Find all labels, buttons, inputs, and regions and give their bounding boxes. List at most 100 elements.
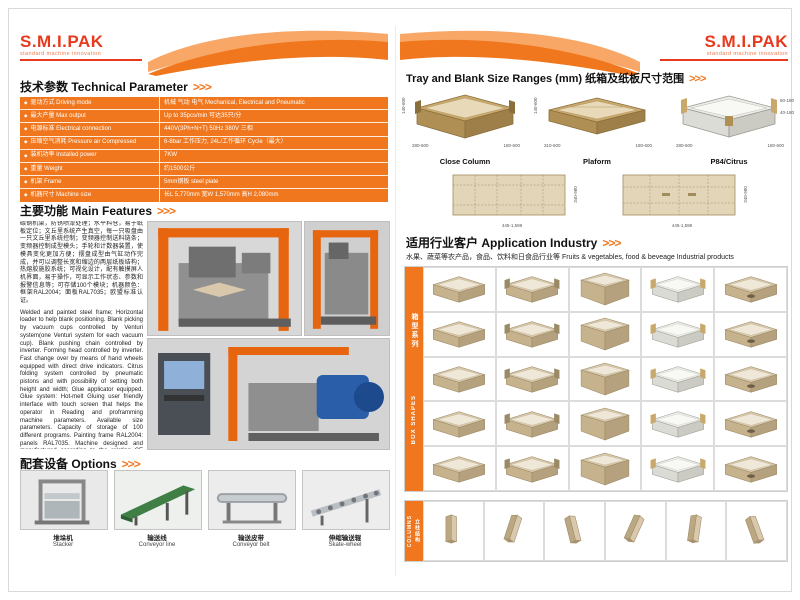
tech-param-value: 7KW (164, 152, 178, 159)
dimension-label: 180-600 (635, 143, 652, 148)
box-shape-cell (423, 401, 496, 447)
columns-grid (423, 501, 787, 561)
logo-left: S.M.I.PAK standard machine innovation (20, 33, 142, 61)
tech-row: ◆装机功率 Installed power 7KW (20, 149, 388, 163)
tech-table: ◆驱动方式 Driving mode 机械 气动 电气 Mechanical, … (20, 97, 388, 202)
tech-param-label: ◆机器尺寸 Machine size (20, 189, 160, 202)
box-shape-cell (568, 401, 642, 447)
features-heading: 主要功能 Main Features >>> (20, 202, 176, 219)
tech-param-value: Up to 35pcs/min 可达35只/分 (164, 112, 242, 119)
dimension-label: 280-600 (676, 143, 693, 148)
box-shape-cell (641, 267, 715, 312)
tray-heading: Tray and Blank Size Ranges (mm) 纸箱及纸板尺寸范… (406, 70, 706, 86)
machine-photo-controls-motor (147, 338, 390, 450)
dimension-label: 140-600 (533, 97, 538, 114)
box-shape-cell (641, 446, 715, 491)
box-shape-cell (495, 356, 569, 402)
tech-param-value: 5mm钢板 steel plate (164, 178, 219, 185)
diamond-bullet-icon: ◆ (24, 113, 28, 119)
dimension-label: 180-600 (767, 143, 784, 148)
column-shape-cell (483, 501, 545, 561)
tech-row: ◆最大产量 Max output Up to 35pcs/min 可达35只/分 (20, 110, 388, 124)
features-heading-text: 主要功能 Main Features (20, 204, 153, 218)
features-text-cn: 碳钢机架，防锈喷漆处理；水平料仓，易于纸板定位；文丘里系统产生真空，每一只吸盘由… (20, 221, 143, 305)
box-shape-cell (495, 267, 569, 312)
columns-label-en: COLUMNS (407, 514, 413, 548)
machine-photo-side (304, 221, 390, 336)
option-caption-en: Stacker (52, 542, 74, 548)
machine-photo-forming (147, 221, 302, 336)
tray-name: P84/Citrus (710, 157, 748, 166)
diamond-bullet-icon: ◆ (24, 99, 28, 105)
tech-row: ◆压缩空气消耗 Pressure air Compressed 6-8bar 工… (20, 136, 388, 150)
tech-param-value: 长L 5,770mm 宽W 1,570mm 高H 2,080mm (164, 191, 279, 198)
option-caption-en: Conveyor line (138, 542, 176, 548)
tray-name: Plaform (583, 157, 611, 166)
column-shape-cell (665, 501, 727, 561)
columns-block: COLUMNS 立柱结构 (404, 500, 788, 562)
industry-subtitle: 水果、蔬菜等农产品，食品、饮料和日食品行业等 Fruits & vegetabl… (406, 254, 734, 261)
box-shape-cell (568, 311, 642, 357)
column-shape-cell (544, 501, 605, 561)
column-shape-cell (423, 501, 484, 561)
tech-row: ◆电源标准 Electrical connection 440V(3Ph+N+T… (20, 123, 388, 137)
options-heading-text: 配套设备 Options (20, 457, 117, 471)
brand-logo-text: S.M.I.PAK (20, 32, 104, 51)
dimension-label: 140-600 (401, 97, 406, 114)
blank-height-label: 340-980 (743, 186, 749, 203)
box-shapes-label-en: BOX SHAPES (411, 395, 417, 445)
arrows-icon: >>> (192, 80, 212, 94)
box-shapes-grid (423, 267, 787, 491)
tech-param-value: 6-8bar 工作压力, 24L/工作循环 Cycle（最大） (164, 139, 287, 146)
box-shape-cell (495, 311, 569, 357)
diamond-bullet-icon: ◆ (24, 192, 28, 198)
column-shape-cell (726, 501, 787, 561)
tech-param-label: ◆装机功率 Installed power (20, 149, 160, 162)
column-shape-cell (605, 501, 666, 561)
option-caption-en: Skate-wheel (328, 542, 362, 548)
box-shape-cell (568, 267, 642, 312)
box-shape-cell (714, 311, 787, 357)
industry-heading: 适用行业客户 Application Industry >>> (406, 234, 621, 251)
tray-name: Close Column (439, 157, 491, 166)
box-shape-cell (423, 267, 496, 312)
tech-heading-text: 技术参数 Technical Parameter (20, 80, 188, 94)
option-caption-cn: 输送皮带 (238, 535, 264, 542)
orange-swoosh-left (148, 24, 388, 76)
option-image (114, 470, 202, 530)
tech-param-label: ◆压缩空气消耗 Pressure air Compressed (20, 136, 160, 149)
dimension-label: 180-600 (503, 143, 520, 148)
brand-tagline: standard machine innovation (20, 51, 102, 57)
box-shape-cell (423, 356, 496, 402)
diamond-bullet-icon: ◆ (24, 152, 28, 158)
box-shape-cell (714, 356, 787, 402)
box-shape-cell (423, 311, 496, 357)
dimension-label: 310-600 (544, 143, 561, 148)
box-shape-cell (423, 446, 496, 491)
center-fold-line (395, 26, 396, 576)
box-shape-cell (495, 401, 569, 447)
tech-param-label: ◆机架 Frame (20, 176, 160, 189)
box-shape-cell (714, 446, 787, 491)
box-shape-cell (714, 401, 787, 447)
brand-tagline: standard machine innovation (706, 51, 788, 57)
box-shape-cell (568, 356, 642, 402)
options-heading: 配套设备 Options >>> (20, 455, 141, 472)
option-caption-cn: 输送线 (147, 535, 167, 542)
box-shape-cell (495, 446, 569, 491)
blank-width-label: 445-1,598 (501, 223, 523, 228)
box-shape-cell (641, 356, 715, 402)
tech-row: ◆机架 Frame 5mm钢板 steel plate (20, 176, 388, 190)
tray-figures: 140-600 280-600 180-600 Close Column 140-6… (401, 84, 794, 168)
option-image (302, 470, 390, 530)
tray-heading-text: Tray and Blank Size Ranges (mm) 纸箱及纸板尺寸范… (406, 73, 685, 85)
box-shapes-label-cn: 箱型系列 (411, 313, 418, 350)
brand-logo-text: S.M.I.PAK (704, 32, 788, 51)
diamond-bullet-icon: ◆ (24, 139, 28, 145)
dimension-label: 280-600 (412, 143, 429, 148)
box-shapes-label-strip: 箱型系列 BOX SHAPES (405, 267, 423, 491)
